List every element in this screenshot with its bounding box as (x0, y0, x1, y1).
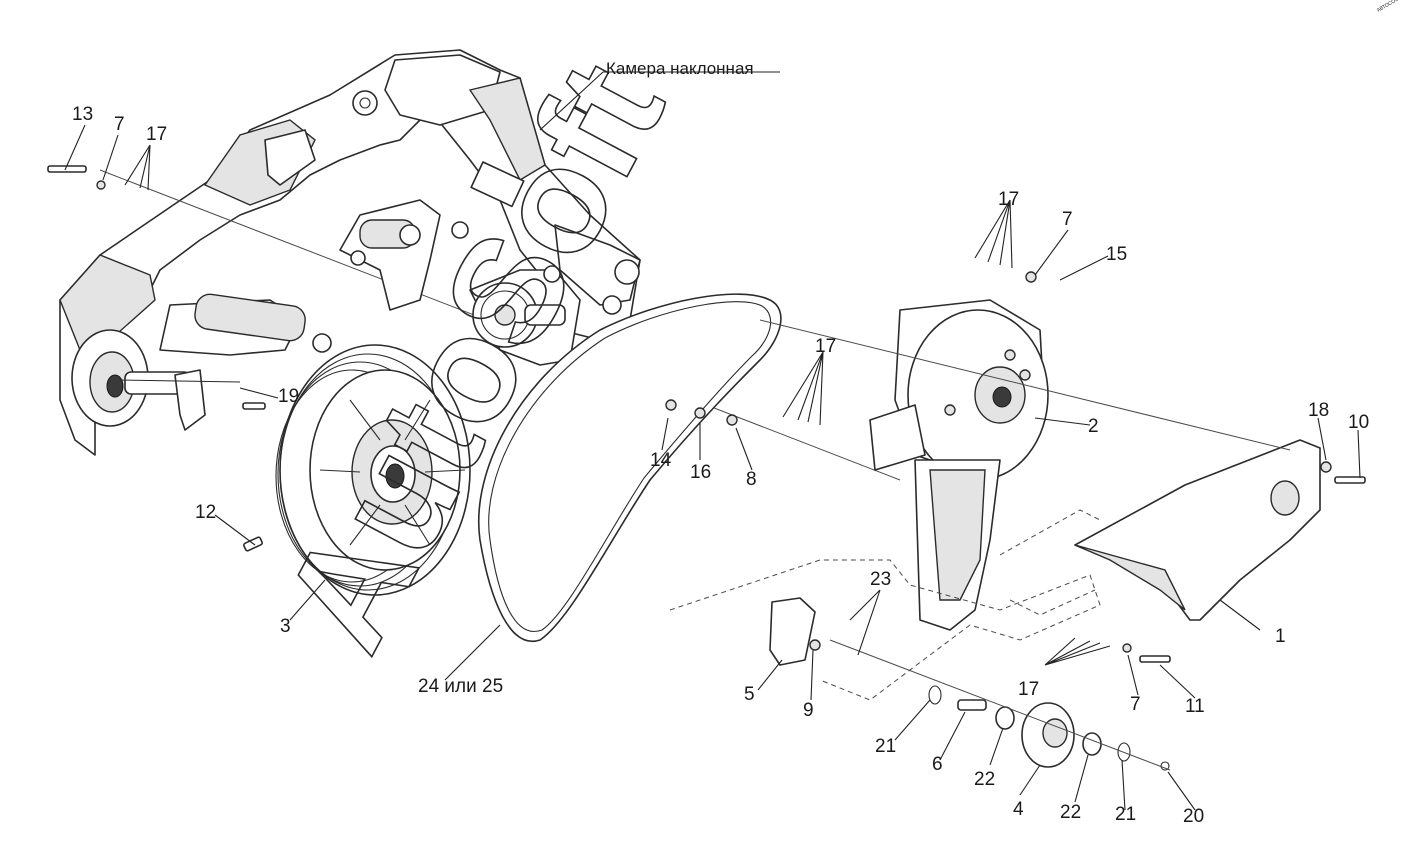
callout-24-25: 24 или 25 (418, 676, 503, 697)
inclined-chamber-frame (59, 49, 901, 481)
callout-17d: 17 (1018, 679, 1039, 700)
left-hub-assembly (71, 329, 241, 431)
assembly-outline (669, 559, 1101, 701)
callout-3: 3 (280, 616, 291, 637)
idler-pulley-4 (1021, 702, 1075, 768)
callout-leaders (64, 71, 1361, 811)
callout-1: 1 (1275, 626, 1286, 647)
gearbox-sprocket (469, 265, 581, 366)
callout-19: 19 (278, 386, 299, 407)
callout-20: 20 (1183, 806, 1204, 827)
callout-7a: 7 (114, 114, 125, 135)
callout-2: 2 (1088, 416, 1099, 437)
v-belt-24-25 (478, 293, 782, 643)
guard-1 (1074, 439, 1321, 621)
callout-11: 11 (1185, 696, 1205, 717)
small-parts (47, 165, 1366, 771)
callout-10: 10 (1348, 412, 1369, 433)
callout-16: 16 (690, 462, 711, 483)
callout-12: 12 (195, 502, 216, 523)
pulley-3 (275, 344, 471, 596)
callout-8: 8 (746, 469, 757, 490)
callout-21b: 21 (1115, 804, 1136, 825)
callout-13: 13 (72, 104, 93, 125)
callout-17b: 17 (998, 189, 1019, 210)
callout-7c: 7 (1130, 694, 1141, 715)
casing-2 (869, 299, 1049, 631)
callout-17a: 17 (146, 124, 167, 145)
callout-6: 6 (932, 754, 943, 775)
callout-21a: 21 (875, 736, 896, 757)
title-label: Камера наклонная (606, 59, 754, 78)
callout-7b: 7 (1062, 209, 1073, 230)
callout-4: 4 (1013, 799, 1024, 820)
bracket-5 (769, 597, 816, 666)
callout-17c: 17 (815, 336, 836, 357)
callout-22b: 22 (1060, 802, 1081, 823)
corner-mark: АВТОСОФТ (1376, 0, 1401, 14)
callout-23: 23 (870, 569, 891, 590)
callout-18: 18 (1308, 400, 1329, 421)
callout-9: 9 (803, 700, 814, 721)
callout-15: 15 (1106, 244, 1127, 265)
callout-5: 5 (744, 684, 755, 705)
tensioner-bracket (339, 199, 469, 311)
callout-14: 14 (650, 450, 672, 471)
callout-22a: 22 (974, 769, 995, 790)
